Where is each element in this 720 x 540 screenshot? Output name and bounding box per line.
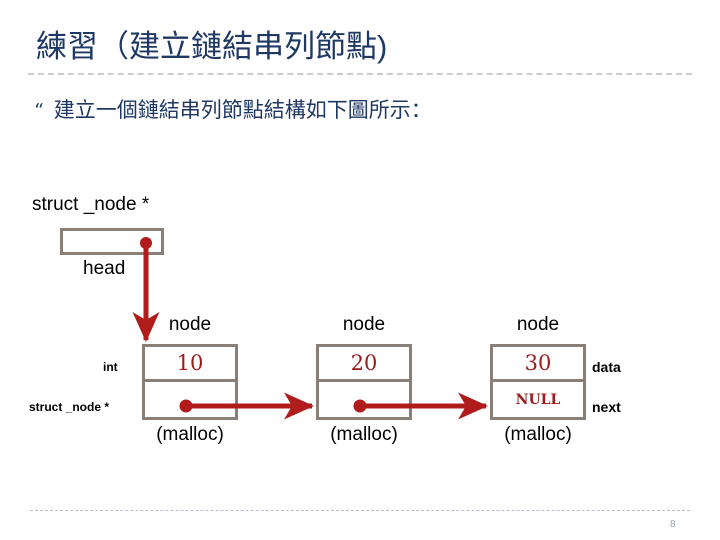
node-allocation-label: (malloc) (330, 424, 398, 445)
node-data-cell: 20 (316, 344, 412, 382)
node-data-cell: 30 (490, 344, 586, 382)
bullet-item: “ 建立一個鏈結串列節點結構如下圖所示： (34, 96, 432, 126)
linked-list-node: node 20 (malloc) (316, 314, 412, 445)
page-number: 8 (670, 519, 676, 530)
node-title-label: node (168, 314, 212, 335)
head-pointer-box (60, 228, 164, 255)
head-type-label: struct _node * (32, 194, 150, 215)
bullet-text: 建立一個鏈結串列節點結構如下圖所示： (53, 99, 432, 122)
footer-divider (30, 510, 690, 511)
field-type-structnode-label: struct _node * (29, 400, 110, 414)
node-data-cell: 10 (142, 344, 238, 382)
field-name-next-label: next (592, 399, 621, 415)
title-divider (28, 73, 692, 75)
node-next-cell (142, 382, 238, 420)
linked-list-node: node 10 (malloc) (142, 314, 238, 445)
node-title-label: node (342, 314, 386, 335)
node-next-cell (316, 382, 412, 420)
field-type-int-label: int (103, 360, 118, 374)
linked-list-node: node 30 NULL (malloc) (490, 314, 586, 445)
node-next-cell: NULL (490, 382, 586, 420)
field-name-data-label: data (592, 359, 621, 375)
head-name-label: head (83, 258, 126, 279)
node-allocation-label: (malloc) (156, 424, 224, 445)
node-allocation-label: (malloc) (504, 424, 572, 445)
bullet-marker-icon: “ (34, 100, 44, 122)
node-title-label: node (516, 314, 560, 335)
page-title: 練習（建立鏈結串列節點) (36, 29, 388, 64)
